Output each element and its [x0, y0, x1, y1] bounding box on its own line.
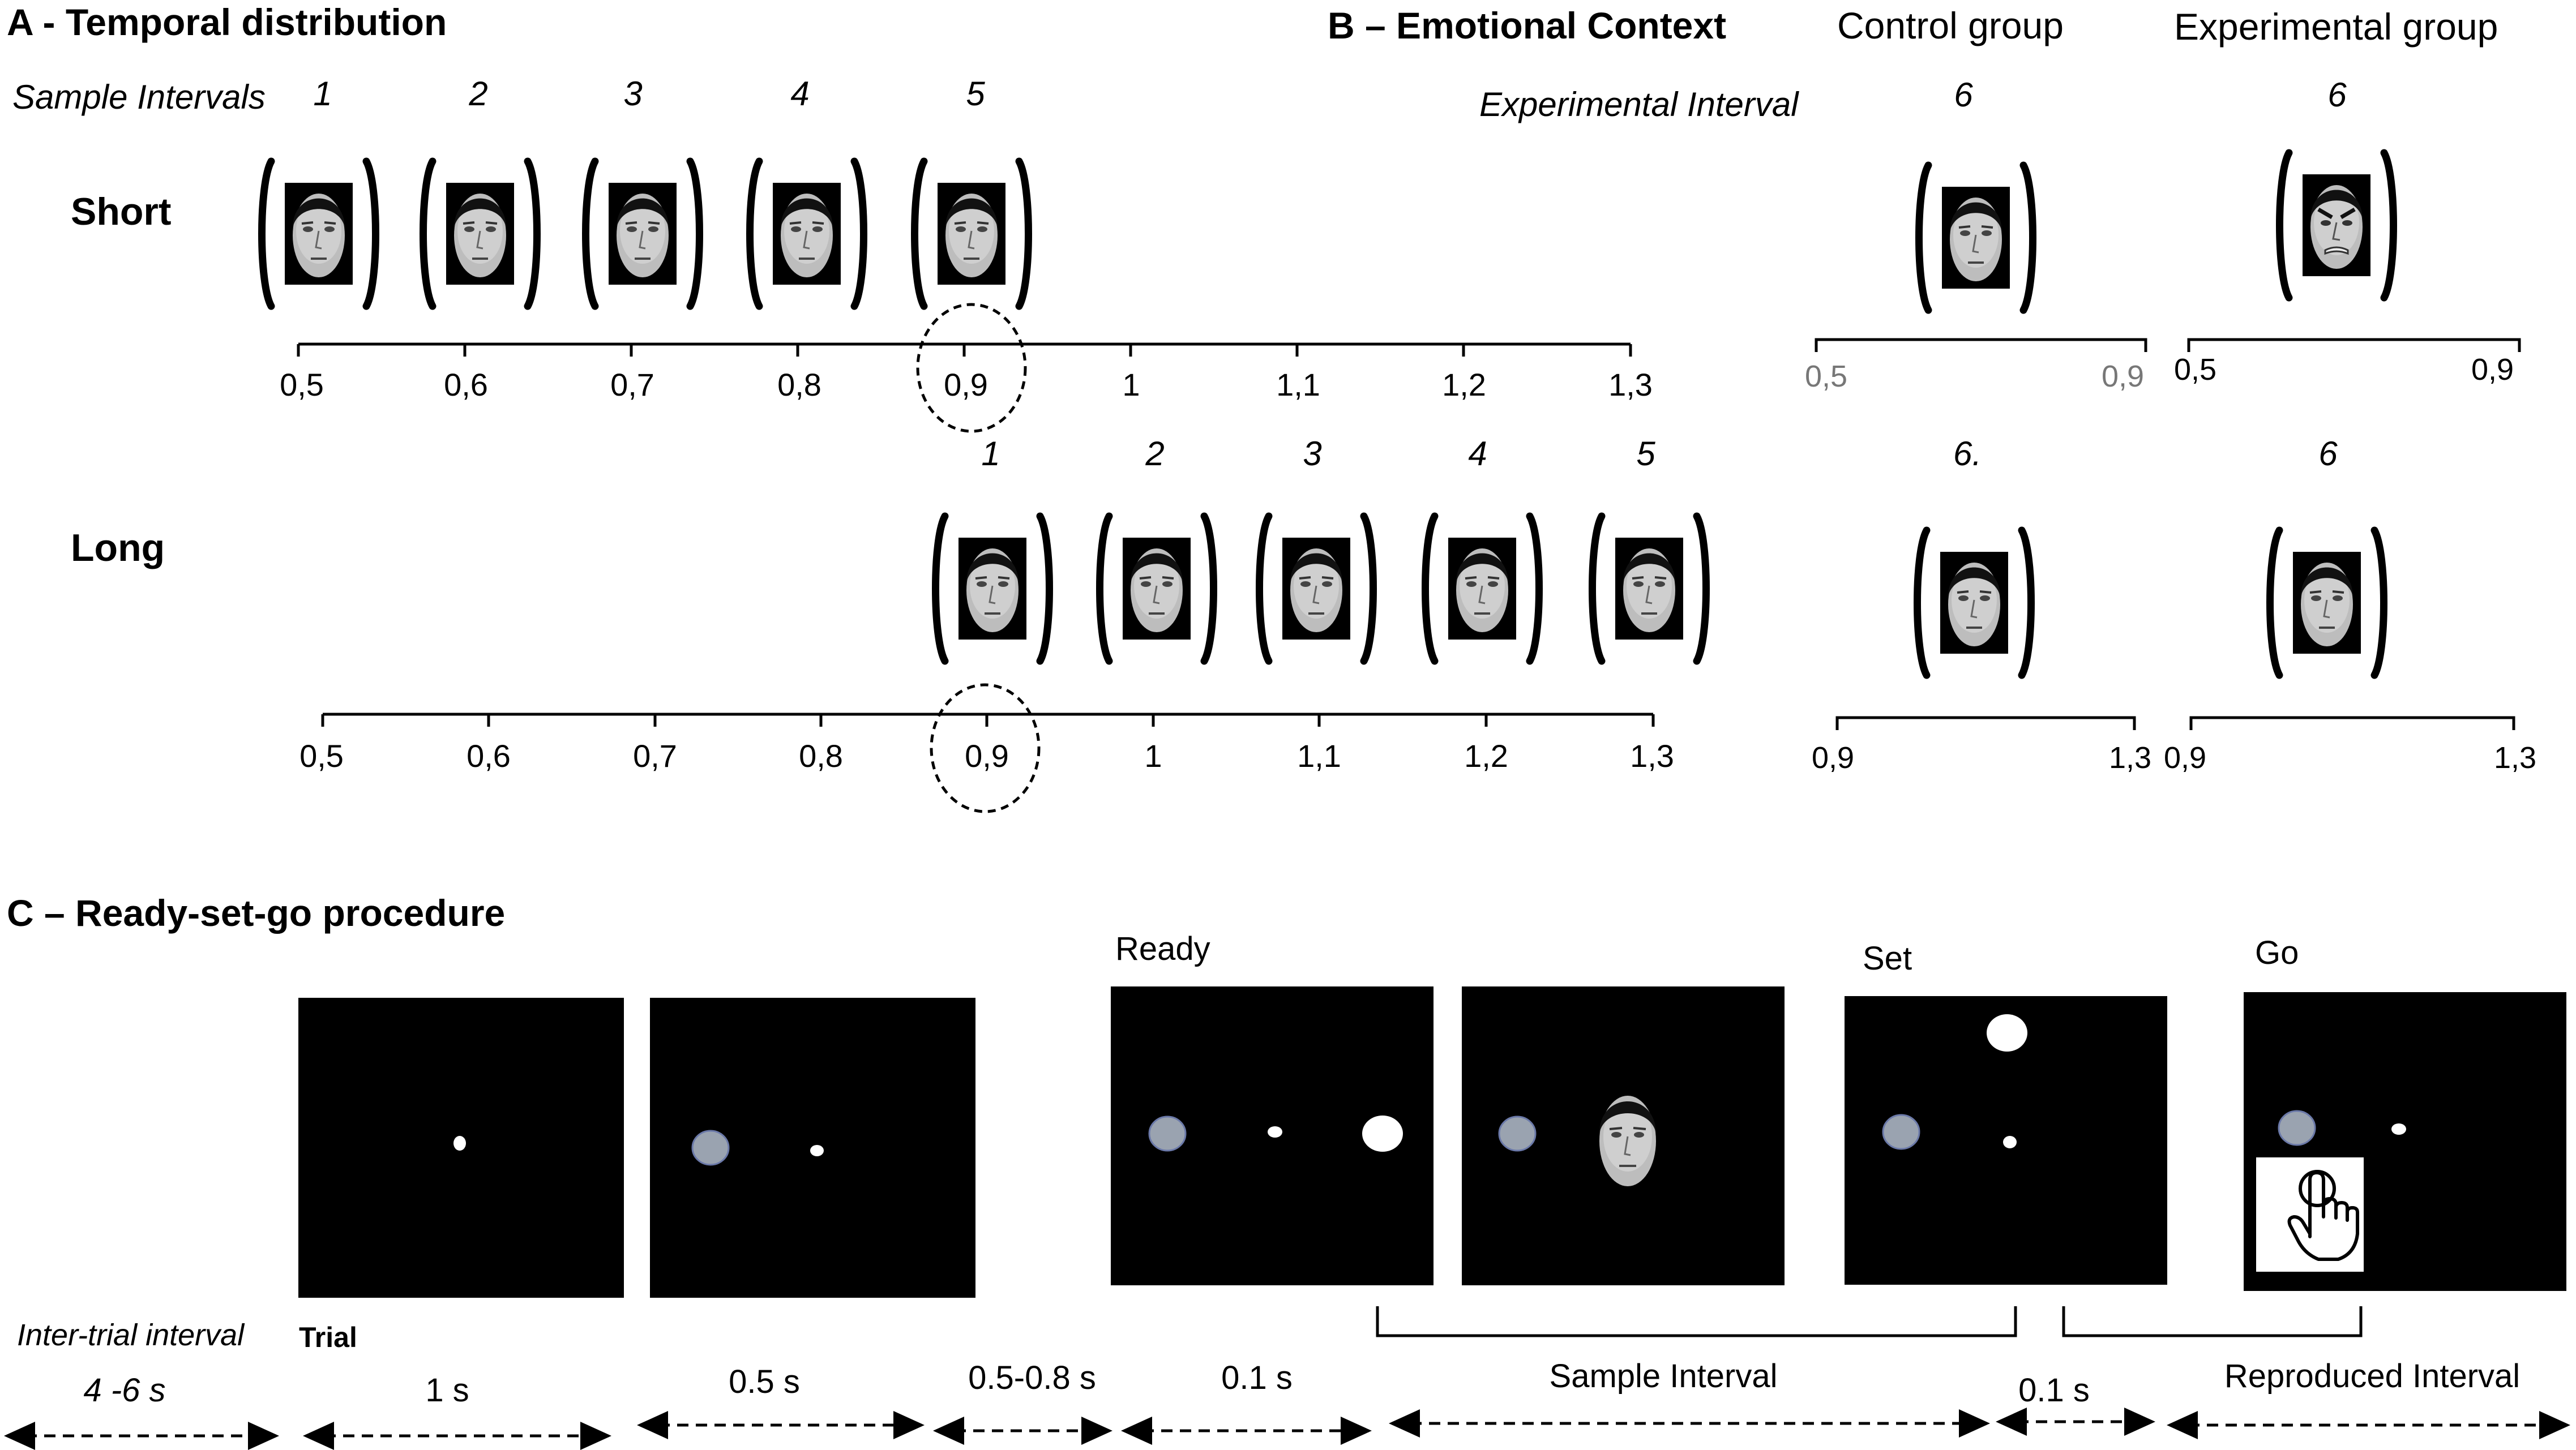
- long-number: 3: [1303, 435, 1322, 473]
- short-tick-label: 1,3: [1608, 367, 1653, 402]
- panel-a-title: - Temporal distribution: [32, 1, 447, 43]
- set-label: Set: [1863, 940, 1912, 977]
- long-number: 1: [981, 435, 1000, 473]
- short-number: 4: [790, 75, 810, 113]
- short-tick-label: 0,5: [280, 367, 324, 402]
- emotional-context-stimuli: [1918, 153, 2394, 675]
- control-long-range-start: 0,9: [1812, 741, 1855, 775]
- panel-a-heading: A - Temporal distribution: [7, 3, 447, 41]
- short-number: 3: [623, 75, 643, 113]
- experimental-interval-label: Experimental Interval: [1479, 85, 1799, 123]
- short-tick-label: 0,6: [444, 367, 488, 402]
- long-tick-label: 1: [1144, 738, 1162, 774]
- experimental-short-range-end: 0,9: [2471, 353, 2514, 387]
- duration-label: Reproduced Interval: [2224, 1358, 2521, 1395]
- experimental-short-number: 6: [2327, 76, 2347, 114]
- long-number: 2: [1145, 435, 1165, 473]
- control-long-number: 6.: [1953, 435, 1982, 473]
- duration-label: 4 -6 s: [83, 1372, 166, 1409]
- short-number: 1: [313, 75, 332, 113]
- panel-b-heading: B – Emotional Context: [1328, 7, 1726, 44]
- control-group-label: Control group: [1837, 5, 2064, 46]
- sample-intervals-label: Sample Intervals: [12, 78, 266, 116]
- experimental-long-number: 6: [2318, 435, 2338, 473]
- ready-label: Ready: [1115, 930, 1210, 967]
- short-tick-label: 0,9: [944, 367, 988, 402]
- short-tick-label: 0,7: [610, 367, 654, 402]
- control-long-range-end: 1,3: [2109, 741, 2152, 775]
- duration-label: 0.1 s: [1221, 1359, 1293, 1396]
- control-short-range-end: 0,9: [2102, 359, 2145, 393]
- long-tick-label: 0,9: [965, 738, 1009, 774]
- duration-arrows: [4, 1408, 2570, 1450]
- inter-trial-interval-label: Inter-trial interval: [17, 1318, 245, 1352]
- long-tick-label: 1,3: [1630, 738, 1674, 774]
- long-tick-label: 0,7: [633, 738, 677, 774]
- long-stimuli: [936, 516, 1706, 661]
- interval-brackets: [1376, 1306, 2363, 1337]
- long-tick-label: 1,1: [1297, 738, 1341, 774]
- control-short-number: 6: [1954, 76, 1973, 114]
- long-tick-label: 0,8: [799, 738, 843, 774]
- trial-screens: [298, 986, 2566, 1298]
- panel-c-title: – Ready-set-go procedure: [33, 892, 506, 934]
- duration-label: 1 s: [425, 1372, 469, 1409]
- duration-label: 0.5 s: [729, 1363, 800, 1400]
- experimental-group-label: Experimental group: [2174, 6, 2498, 48]
- long-row-label: Long: [71, 526, 165, 569]
- short-row-label: Short: [71, 190, 172, 233]
- experimental-long-range-start: 0,9: [2164, 741, 2207, 775]
- panel-c-heading: C – Ready-set-go procedure: [7, 894, 505, 932]
- short-tick-label: 1,1: [1276, 367, 1320, 402]
- hand-pointer-icon: [2287, 1170, 2359, 1261]
- short-timeline: [297, 342, 1632, 357]
- long-tick-label: 0,6: [467, 738, 511, 774]
- trial-label: Trial: [299, 1322, 357, 1353]
- panel-a-letter: A: [7, 1, 33, 43]
- panel-b-title: – Emotional Context: [1354, 5, 1727, 46]
- long-tick-label: 1,2: [1464, 738, 1508, 774]
- long-tick-label: 0,5: [299, 738, 344, 774]
- panel-b-letter: B: [1328, 5, 1355, 46]
- short-highlight-circle: [916, 303, 1027, 433]
- emotional-context-ranges: [1815, 338, 2521, 730]
- control-short-range-start: 0,5: [1805, 359, 1848, 393]
- short-tick-label: 0,8: [777, 367, 821, 402]
- long-number: 5: [1636, 435, 1655, 473]
- experimental-long-range-end: 1,3: [2494, 741, 2537, 775]
- duration-label: 0.5-0.8 s: [968, 1359, 1096, 1396]
- long-highlight-circle: [930, 683, 1041, 813]
- short-number: 2: [469, 75, 488, 113]
- short-number: 5: [966, 75, 985, 113]
- go-label: Go: [2255, 934, 2299, 971]
- duration-label: Sample Interval: [1549, 1358, 1778, 1395]
- long-number: 4: [1468, 435, 1487, 473]
- panel-c-letter: C: [7, 892, 34, 934]
- duration-label: 0.1 s: [2018, 1372, 2090, 1409]
- long-timeline: [321, 713, 1655, 727]
- short-tick-label: 1: [1122, 367, 1140, 402]
- short-tick-label: 1,2: [1442, 367, 1486, 402]
- short-stimuli: [262, 161, 1029, 306]
- experimental-short-range-start: 0,5: [2174, 353, 2217, 387]
